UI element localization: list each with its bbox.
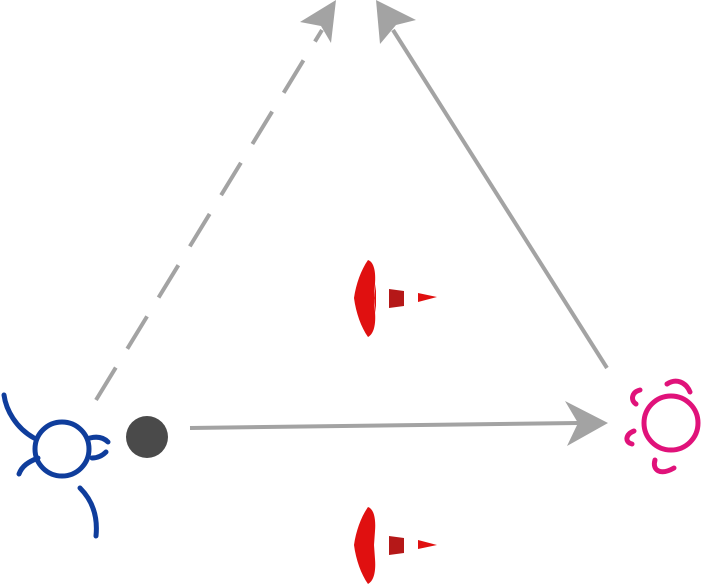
- player-magenta-icon: [624, 378, 701, 475]
- run-arrow-dashed: [94, 0, 336, 402]
- ball-icon: [126, 416, 168, 458]
- pass-arrow-player-head: [565, 401, 608, 446]
- cone-icon: [354, 507, 437, 584]
- pass-arrow-top-head: [376, 0, 416, 44]
- pass-arrow-to-player: [189, 401, 608, 446]
- pass-arrow-to-top: [376, 0, 609, 370]
- pass-arrow-player-line: [189, 421, 579, 430]
- cone-icon: [354, 260, 437, 337]
- pass-arrow-top-line: [391, 28, 609, 370]
- player-blue-icon: [1, 392, 111, 539]
- run-arrow-line: [94, 28, 324, 402]
- run-arrow-head: [300, 0, 336, 43]
